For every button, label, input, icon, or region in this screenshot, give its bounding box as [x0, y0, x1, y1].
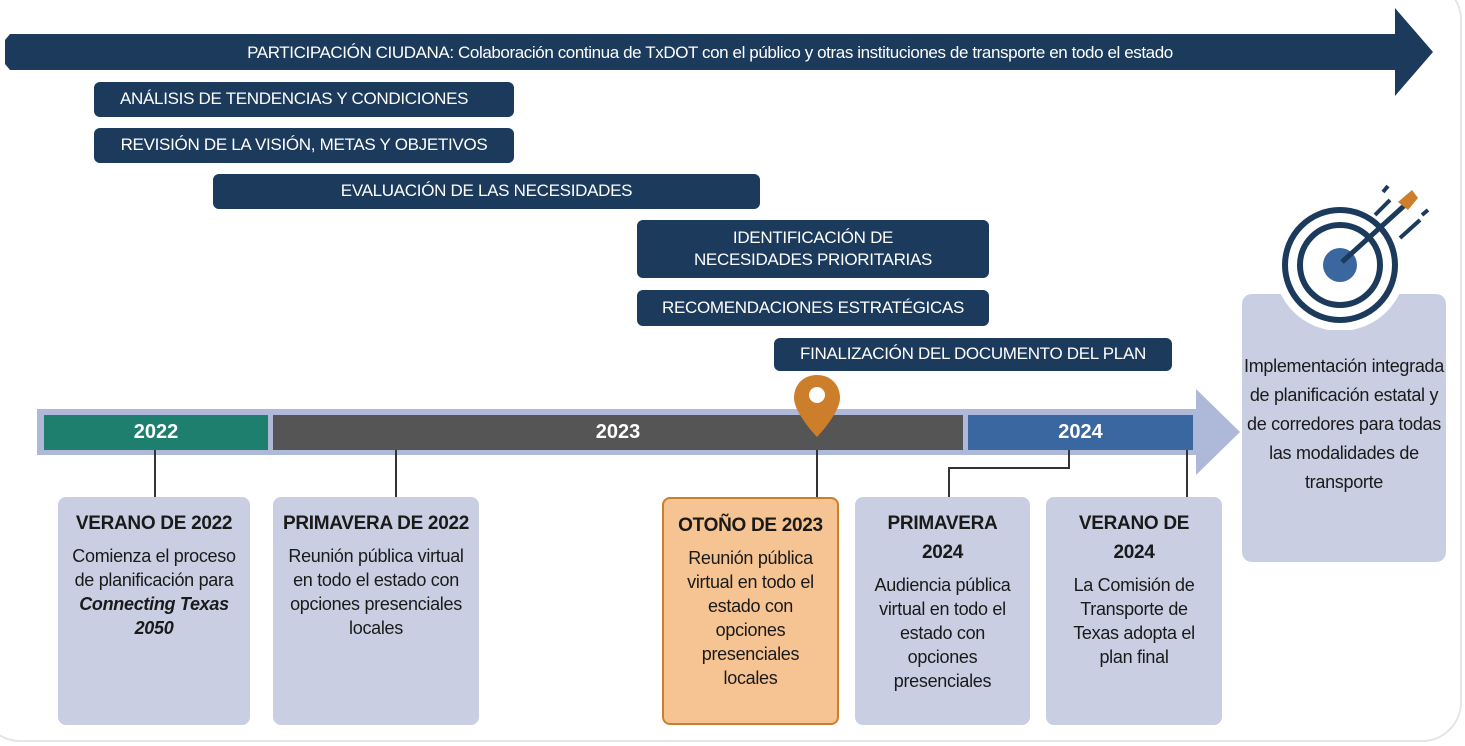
milestone-title: PRIMAVERA 2024: [887, 513, 998, 563]
milestone-emphasis: Connecting Texas 2050: [79, 594, 229, 638]
connector-line: [948, 467, 950, 497]
milestone-card-fall-2023: OTOÑO DE 2023 Reunión pública virtual en…: [662, 497, 839, 725]
year-2022: 2022: [133, 421, 179, 443]
milestone-card-summer-2022: VERANO DE 2022 Comienza el proceso de pl…: [58, 497, 250, 725]
connector-line: [816, 450, 818, 497]
connector-line: [948, 467, 1070, 469]
location-pin-icon: [794, 375, 840, 437]
target-icon: [1274, 184, 1430, 330]
phase-priority-needs: IDENTIFICACIÓN DE NECESIDADES PRIORITARI…: [637, 220, 989, 278]
milestone-body: Comienza el proceso de planificación par…: [64, 544, 244, 640]
connector-line: [1186, 450, 1188, 497]
phase-plan-finalization: FINALIZACIÓN DEL DOCUMENTO DEL PLAN: [774, 338, 1172, 371]
participation-arrow: [5, 8, 1433, 96]
connector-line: [154, 450, 156, 497]
phase-strategic-recommendations: RECOMENDACIONES ESTRATÉGICAS: [637, 290, 989, 326]
connector-line: [395, 450, 397, 497]
phase-trends-analysis: ANÁLISIS DE TENDENCIAS Y CONDICIONES: [94, 82, 514, 117]
milestone-title: VERANO DE 2024: [1078, 513, 1190, 563]
milestone-card-summer-2024: VERANO DE 2024 La Comisión de Transporte…: [1046, 497, 1222, 725]
year-2024: 2024: [1058, 421, 1103, 443]
milestone-body-text: Comienza el proceso de planificación par…: [72, 546, 236, 590]
milestone-body: La Comisión de Transporte de Texas adopt…: [1073, 575, 1195, 667]
milestone-body: Reunión pública virtual en todo el estad…: [288, 546, 464, 638]
milestone-card-spring-2024: PRIMAVERA 2024 Audiencia pública virtual…: [855, 497, 1030, 725]
phase-vision-review: REVISIÓN DE LA VISIÓN, METAS Y OBJETIVOS: [94, 128, 514, 163]
milestone-title: OTOÑO DE 2023: [678, 515, 823, 536]
phase-needs-assessment: EVALUACIÓN DE LAS NECESIDADES: [213, 174, 760, 209]
participation-banner-text: PARTICIPACIÓN CIUDANA: Colaboración cont…: [247, 43, 1173, 62]
milestone-body: Reunión pública virtual en todo el estad…: [687, 548, 814, 688]
goal-description: Implementación integrada de planificació…: [1244, 356, 1444, 492]
goal-card: [1242, 294, 1446, 562]
year-2023: 2023: [595, 421, 641, 443]
milestone-title: VERANO DE 2022: [75, 513, 233, 534]
milestone-title: PRIMAVERA DE 2022: [282, 513, 469, 534]
timeline-arrow: [37, 389, 1240, 475]
milestone-body: Audiencia pública virtual en todo el est…: [874, 575, 1011, 691]
milestone-card-spring-2022: PRIMAVERA DE 2022 Reunión pública virtua…: [273, 497, 479, 725]
connector-line: [1068, 450, 1070, 468]
